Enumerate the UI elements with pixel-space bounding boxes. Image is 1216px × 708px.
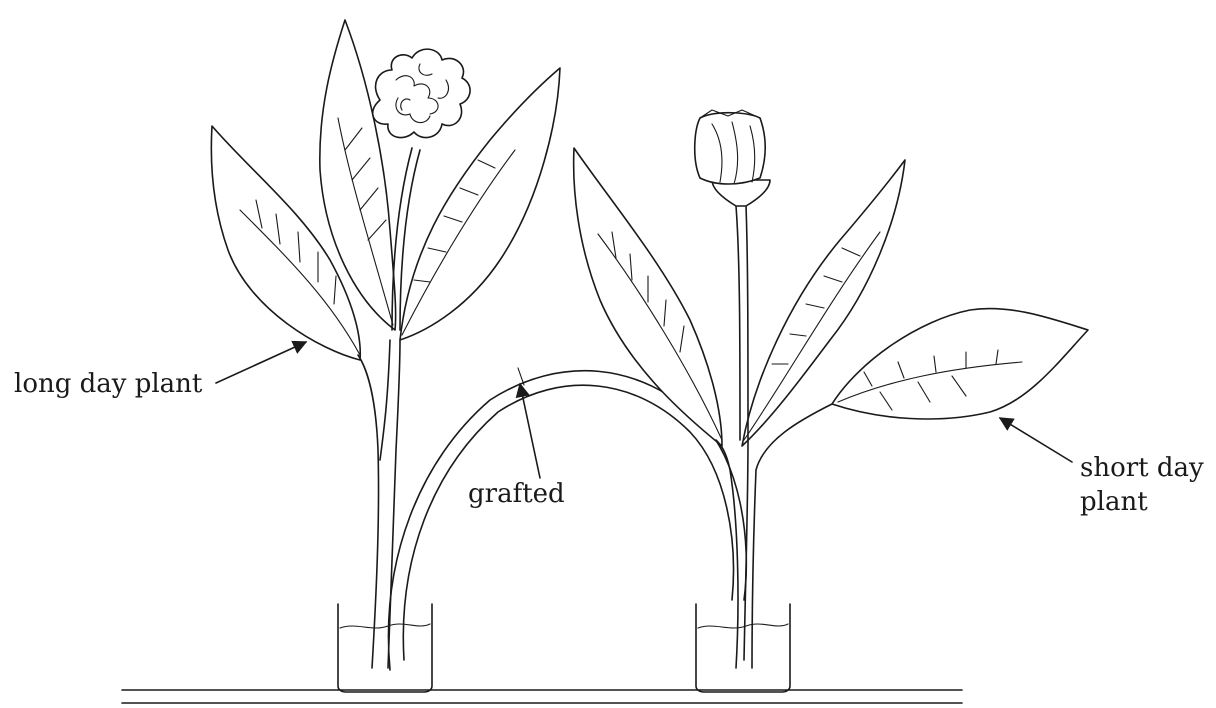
long-day-plant: [211, 20, 560, 668]
label-short-day-plant: short day plant: [1000, 418, 1204, 517]
grafted-arrow: [520, 384, 540, 478]
right-main-stem: [716, 440, 738, 668]
left-flower: [373, 49, 470, 137]
label-grafted: grafted: [468, 384, 565, 509]
long-day-plant-label: long day plant: [14, 369, 203, 399]
short-day-plant-label-line1: short day: [1080, 453, 1204, 483]
label-long-day-plant: long day plant: [14, 342, 306, 399]
short-day-plant-label-line2: plant: [1080, 487, 1148, 517]
grafted-label: grafted: [468, 479, 565, 509]
right-flower-bud: [695, 110, 770, 206]
bench: [122, 690, 962, 703]
long-day-plant-arrow: [216, 342, 306, 383]
right-beaker: [696, 604, 790, 692]
short-day-plant-arrow: [1000, 418, 1072, 462]
short-day-plant: [574, 110, 1088, 668]
right-leaf-lower: [832, 309, 1088, 419]
left-main-stem: [358, 355, 379, 668]
right-flower-stalk: [736, 206, 740, 440]
left-beaker: [338, 604, 432, 692]
